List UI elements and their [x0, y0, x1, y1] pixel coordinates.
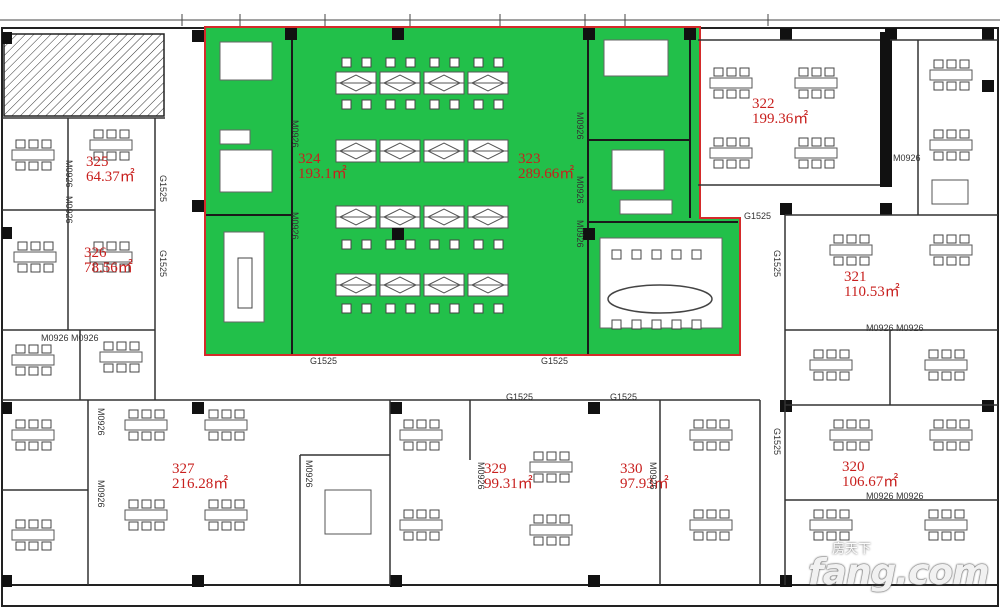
room-number: 320 — [842, 459, 865, 475]
door-tag-m0926: M0926 — [893, 153, 921, 163]
watermark-logo: fang.com — [808, 552, 990, 593]
room-number: 329 — [484, 461, 507, 477]
room-area: 97.93㎡ — [620, 476, 669, 492]
door-tag-g1525: G1525 — [610, 392, 638, 402]
interior-walls — [2, 39, 998, 585]
door-tag-m0926: M0926 — [575, 220, 585, 248]
stair-core — [3, 33, 165, 117]
door-tag-m0926: M0926 — [64, 196, 74, 224]
workstations — [11, 59, 973, 551]
room-area: 289.66㎡ — [518, 166, 575, 182]
room-area: 78.56㎡ — [84, 260, 133, 276]
room-area: 110.53㎡ — [844, 284, 900, 300]
room-number: 321 — [844, 269, 867, 285]
door-tag-m0926: M0926 — [648, 462, 658, 490]
door-tag-m0926: M0926 — [96, 408, 106, 436]
door-tag-g1525: G1525 — [744, 211, 772, 221]
room-number: 325 — [86, 154, 109, 170]
room-area: 64.37㎡ — [86, 169, 135, 185]
room-area: 216.28㎡ — [172, 476, 229, 492]
door-tag-m0926: M0926 — [64, 160, 74, 188]
door-tag-g1525: G1525 — [158, 250, 168, 278]
door-tag-m0926: M0926 — [290, 120, 300, 148]
door-tag-g1525: G1525 — [310, 356, 338, 366]
room-area: 106.67㎡ — [842, 474, 899, 490]
room-number: 324 — [298, 151, 321, 167]
door-tag-g1525: G1525 — [506, 392, 534, 402]
top-dimension-line — [0, 14, 1000, 26]
room-number: 323 — [518, 151, 541, 167]
highlighted-suite — [204, 26, 741, 356]
door-tag-m0926: M0926 — [476, 462, 486, 490]
door-tag-m0926: M0926 — [304, 460, 314, 488]
door-tag-g1525: G1525 — [158, 175, 168, 203]
door-tag-m0926: M0926 — [96, 480, 106, 508]
room-area: 99.31㎡ — [484, 476, 533, 492]
room-number: 322 — [752, 96, 775, 112]
door-tag-g1525: G1525 — [772, 428, 782, 456]
room-number: 327 — [172, 461, 195, 477]
room-number: 330 — [620, 461, 643, 477]
structural-columns — [2, 28, 994, 587]
door-tag-m0926: M0926 — [575, 176, 585, 204]
door-tag-m0926-pair: M0926 M0926 — [866, 491, 924, 501]
door-tag-g1525: G1525 — [772, 250, 782, 278]
watermark-cn: 房天下 — [832, 542, 872, 557]
door-tag-m0926-pair: M0926 M0926 — [41, 333, 99, 343]
door-tag-g1525: G1525 — [541, 356, 569, 366]
door-tag-m0926: M0926 — [290, 212, 300, 240]
room-number: 326 — [84, 245, 107, 261]
room-area: 199.36㎡ — [752, 111, 809, 127]
door-tag-m0926: M0926 — [575, 112, 585, 140]
door-tag-m0926-pair: M0926 M0926 — [866, 323, 924, 333]
room-area: 193.1㎡ — [298, 166, 347, 182]
